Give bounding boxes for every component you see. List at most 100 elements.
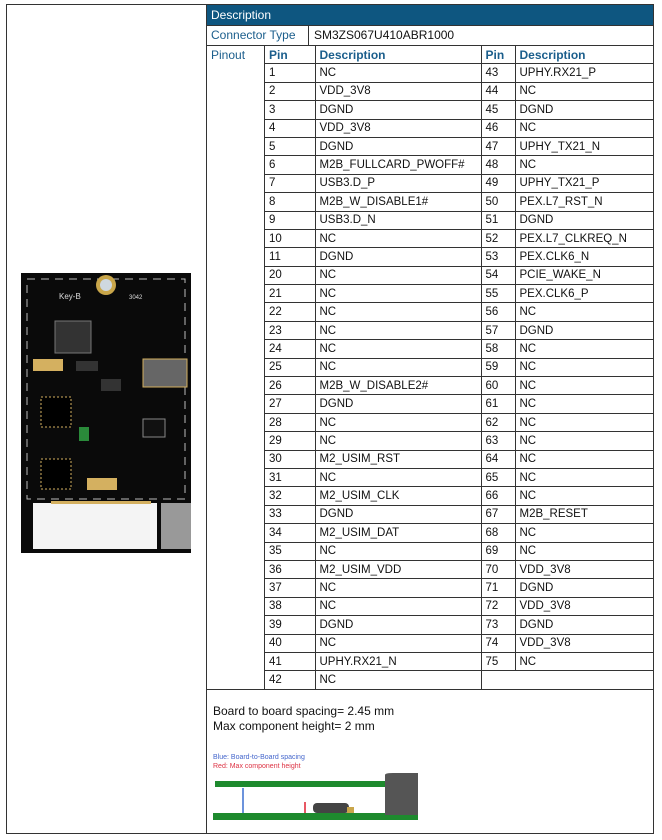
pin-number: 71	[480, 578, 516, 598]
pin-number: 8	[265, 192, 316, 212]
pin-description: NC	[314, 339, 482, 359]
pin-number: 2	[265, 81, 316, 102]
description-column-header: Description	[314, 46, 482, 65]
section-header: Description	[207, 5, 653, 26]
pinout-section: Pinout Pin Description Pin Description 1…	[207, 46, 653, 690]
pinout-label: Pinout	[207, 46, 265, 689]
description-column-header: Description	[514, 46, 653, 65]
pin-number: 5	[265, 136, 316, 157]
pin-number: 59	[480, 357, 516, 378]
document-frame: Key-B 3042 Description Connector Type SM…	[6, 4, 654, 834]
pin-number: 30	[265, 449, 316, 469]
pin-description: DGND	[514, 100, 653, 120]
pin-number: 6	[265, 155, 316, 175]
top-board	[215, 781, 385, 787]
pin-number: 39	[265, 615, 316, 635]
pin-description: DGND	[314, 247, 482, 267]
pin-description: NC	[514, 155, 653, 175]
pin-description: NC	[314, 63, 482, 83]
pin-number: 55	[480, 284, 516, 304]
pin-description: NC	[514, 486, 653, 506]
pin-description: DGND	[514, 615, 653, 635]
pin-number: 65	[480, 467, 516, 488]
pin-number: 72	[480, 596, 516, 617]
pin-number: 34	[265, 523, 316, 543]
pin-number: 56	[480, 302, 516, 322]
pin-number: 9	[265, 210, 316, 230]
pin-description: NC	[514, 376, 653, 396]
pin-number: 35	[265, 541, 316, 561]
pin-description: USB3.D_P	[314, 173, 482, 194]
pin-description: DGND	[314, 100, 482, 120]
pin-description: NC	[314, 302, 482, 322]
pin-number: 61	[480, 394, 516, 414]
legend-blue: Blue: Board-to-Board spacing	[213, 754, 305, 761]
pin-number: 1	[265, 63, 316, 83]
pin-description: PEX.CLK6_N	[514, 247, 653, 267]
pin-number: 51	[480, 210, 516, 230]
pin-description: M2B_RESET	[514, 504, 653, 525]
pin-number: 52	[480, 228, 516, 249]
pin-number: 23	[265, 320, 316, 341]
pin-description: DGND	[514, 210, 653, 230]
legend-red: Red: Max component height	[213, 763, 301, 770]
pin-number: 67	[480, 504, 516, 525]
pin-number: 46	[480, 118, 516, 138]
pin-description: DGND	[514, 578, 653, 598]
pin-description: NC	[514, 431, 653, 451]
pin-description: PEX.L7_CLKREQ_N	[514, 228, 653, 249]
pin-number: 60	[480, 376, 516, 396]
pin-description: NC	[514, 339, 653, 359]
pin-description: PEX.L7_RST_N	[514, 192, 653, 212]
pin-description: DGND	[314, 504, 482, 525]
pin-description: VDD_3V8	[514, 633, 653, 653]
pin-description: NC	[514, 651, 653, 672]
pin-number: 27	[265, 394, 316, 414]
pin-description: UPHY.RX21_P	[514, 63, 653, 83]
pin-number: 69	[480, 541, 516, 561]
pin-description: NC	[514, 467, 653, 488]
pinout-header-row: Pin Description Pin Description	[265, 46, 653, 65]
pin-number: 68	[480, 523, 516, 543]
pin-description: M2B_W_DISABLE2#	[314, 376, 482, 396]
pin-number: 22	[265, 302, 316, 322]
pin-number: 50	[480, 192, 516, 212]
connector-type-value: SM3ZS067U410ABR1000	[314, 28, 455, 42]
pin-description: NC	[514, 449, 653, 469]
pin-description: M2B_W_DISABLE1#	[314, 192, 482, 212]
pin-number: 20	[265, 265, 316, 286]
pin-description: NC	[314, 633, 482, 653]
pin-number: 57	[480, 320, 516, 341]
pin-description: M2_USIM_CLK	[314, 486, 482, 506]
module-board-image: Key-B 3042	[21, 273, 191, 553]
pin-number: 62	[480, 412, 516, 433]
spacing-diagram-graphic	[213, 773, 418, 820]
pin-number: 63	[480, 431, 516, 451]
connector-block	[385, 773, 418, 815]
pin-number: 74	[480, 633, 516, 653]
pin-description: NC	[314, 412, 482, 433]
pin-number: 66	[480, 486, 516, 506]
pin-number: 43	[480, 63, 516, 83]
